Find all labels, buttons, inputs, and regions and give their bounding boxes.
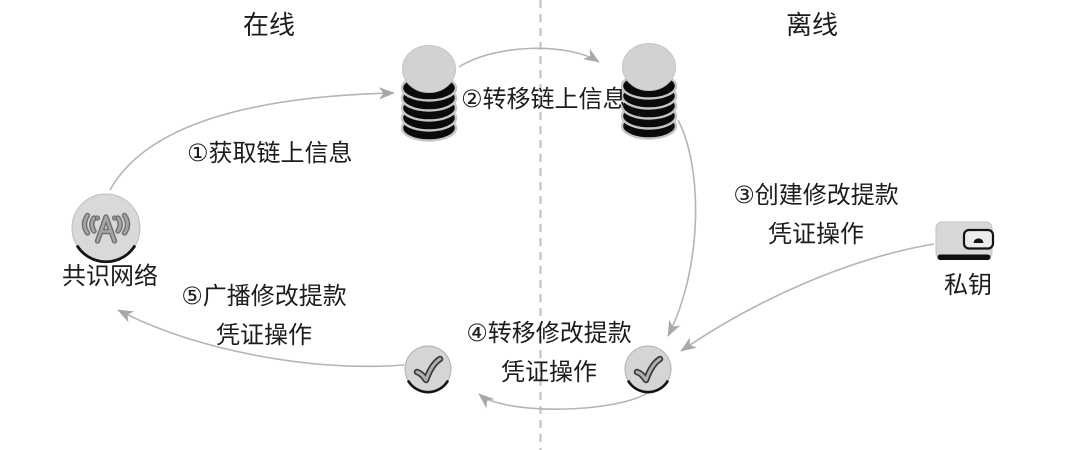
arrow-step3-offline-db-to-offline-check (667, 119, 697, 337)
zone-title-online: 在线 (242, 10, 296, 40)
arrow-step2-online-db-to-offline-db (458, 47, 600, 68)
arrow-step1-network-to-online-db (109, 87, 395, 191)
private-key-label: 私钥 (944, 272, 992, 299)
step3-label-line1: ③创建修改提款 (733, 182, 899, 209)
step5-label-line1: ⑤广播修改提款 (181, 283, 347, 310)
step4-label: ④转移修改提款 凭证操作 (466, 314, 632, 392)
arrow-private-key-to-offline-check (680, 243, 935, 352)
checkmark-circle-icon-offline (625, 346, 671, 392)
wallet-icon (935, 221, 995, 260)
step3-label-line2: 凭证操作 (767, 221, 864, 248)
database-stack-icon-offline (620, 42, 678, 140)
step4-label-line2: 凭证操作 (500, 359, 597, 386)
step5-label: ⑤广播修改提款 凭证操作 (181, 277, 347, 355)
consensus-network-label: 共识网络 (62, 263, 158, 290)
arrow-step5-online-check-to-network (117, 309, 405, 368)
step5-label-line2: 凭证操作 (215, 322, 312, 349)
arrow-step4-offline-check-to-online-check (478, 391, 650, 410)
flow-arrows (109, 47, 935, 410)
checkmark-circle-icon-online (405, 346, 451, 392)
step1-label: ①获取链上信息 (187, 140, 353, 167)
radio-tower-icon (71, 193, 141, 264)
zone-title-offline: 离线 (785, 10, 839, 40)
step2-label: ②转移链上信息 (461, 86, 627, 113)
step4-label-line1: ④转移修改提款 (466, 320, 632, 347)
database-stack-icon-online (400, 44, 458, 142)
step3-label: ③创建修改提款 凭证操作 (733, 176, 899, 254)
